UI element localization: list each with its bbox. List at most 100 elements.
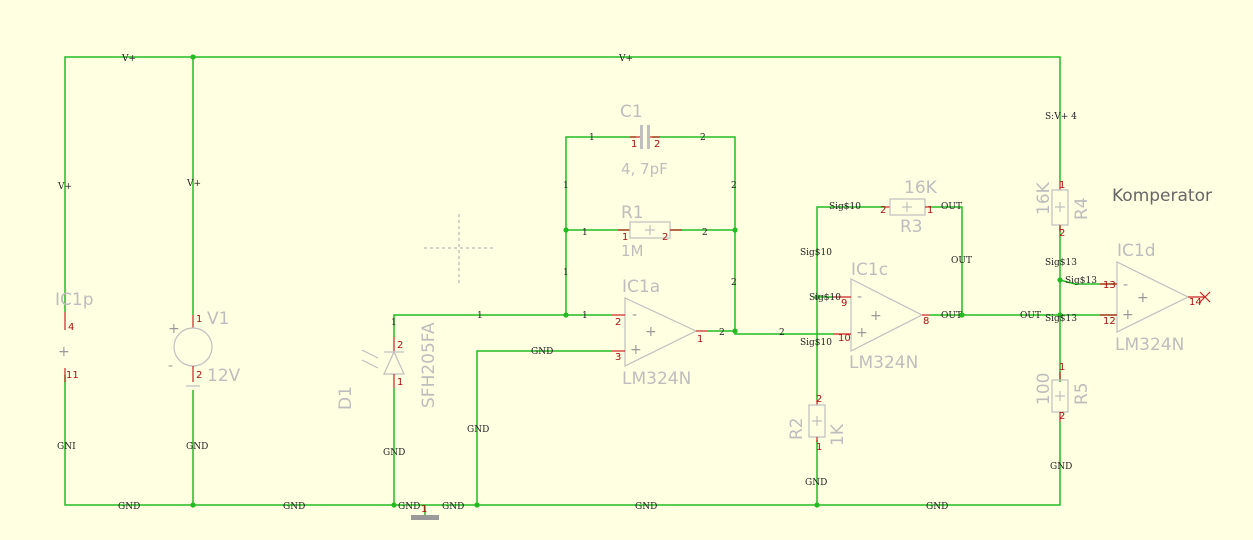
r5-value: 100 (1034, 373, 1054, 405)
ic1a-opamp[interactable]: - + + IC1a LM324N 2 3 1 (612, 277, 708, 389)
net-label: V+ (57, 182, 72, 192)
v1-pin1-label: 1 (196, 314, 202, 325)
d1-name: D1 (336, 386, 356, 410)
net-label: Sig$10 (809, 293, 841, 303)
r3-name: R3 (900, 217, 923, 237)
junction-dot (814, 502, 820, 508)
c1-plate-left (640, 125, 643, 149)
r4-pin1-label: 1 (1059, 180, 1065, 191)
net-label: GND (398, 502, 420, 512)
junction-dot (732, 328, 738, 334)
net-label: GND (926, 502, 948, 512)
ground-symbol[interactable]: 1 (411, 504, 439, 520)
ic1d-plus-symbol: + (1122, 307, 1134, 323)
wire-r3-out[interactable] (930, 206, 963, 315)
ic1c-pin8-label: 8 (923, 316, 929, 327)
r2-resistor[interactable]: R2 1K 2 1 (787, 394, 848, 453)
ic1c-pin9-label: 9 (841, 298, 847, 309)
ic1a-part: LM324N (622, 369, 691, 389)
ic1d-center-plus: + (1137, 290, 1149, 306)
net-label: OUT (941, 311, 962, 321)
r4-resistor[interactable]: 16K R4 1 2 (1034, 180, 1092, 239)
wire-sig10[interactable] (816, 206, 885, 298)
wire-d1-anode[interactable] (393, 314, 612, 337)
c1-name: C1 (620, 102, 643, 122)
ic1d-pin13-label: 13 (1103, 280, 1116, 291)
r5-resistor[interactable]: 100 R5 1 2 (1034, 362, 1092, 422)
ic1c-triangle-icon (850, 278, 924, 352)
wire-feedback-right[interactable] (652, 136, 736, 331)
net-label: 2 (779, 328, 785, 338)
ground-bar-icon (411, 515, 439, 520)
ic1a-minus-symbol: - (632, 307, 637, 323)
junctions (190, 54, 1063, 508)
wire-vplus-rail[interactable] (64, 56, 1061, 312)
junction-dot (190, 502, 196, 508)
crosshair-cursor-icon (424, 214, 494, 284)
net-label: 1 (563, 268, 569, 278)
net-label: GND (383, 448, 405, 458)
net-label: V+ (186, 179, 201, 189)
ground-pin-label: 1 (421, 504, 427, 515)
r3-value: 16K (904, 178, 938, 198)
ic1a-triangle-icon (624, 297, 698, 367)
ic1p-power[interactable]: IC1p 4 + 11 (55, 290, 94, 382)
net-label: GND (805, 478, 827, 488)
r5-name: R5 (1072, 382, 1092, 405)
net-label: GND (1050, 462, 1072, 472)
ic1a-pin1-label: 1 (697, 334, 703, 345)
ic1d-part: LM324N (1115, 335, 1184, 355)
net-label: 2 (702, 228, 708, 238)
d1-photodiode[interactable]: D1 SFH205FA 2 1 (336, 322, 439, 410)
net-label: V+ (618, 54, 633, 64)
v1-value: 12V (207, 366, 241, 386)
d1-light-arrow-icon (361, 349, 379, 359)
r4-name: R4 (1072, 197, 1092, 220)
c1-plate-right (647, 125, 650, 149)
c1-pin2-label: 2 (654, 139, 660, 150)
r1-name: R1 (621, 203, 644, 223)
junction-dot (563, 312, 569, 318)
ic1a-center-plus: + (645, 324, 657, 340)
r3-pin1-label: 1 (927, 205, 933, 216)
net-label: Sig$10 (800, 338, 832, 348)
net-label: GND (283, 502, 305, 512)
ic1d-triangle-icon (1116, 261, 1190, 333)
net-label: 2 (731, 181, 737, 191)
wire-ic1a-noninv[interactable] (476, 350, 612, 505)
ic1p-pin4-label: 4 (68, 322, 74, 333)
wire-feedback-left[interactable] (565, 136, 636, 315)
junction-dot (1057, 312, 1063, 318)
d1-value: SFH205FA (419, 322, 439, 408)
ic1a-pin2-label: 2 (615, 317, 621, 328)
ic1d-minus-symbol: - (1123, 277, 1128, 293)
ic1d-opamp[interactable]: - + + IC1d LM324N 13 12 14 (1100, 241, 1211, 355)
junction-dot (959, 312, 965, 318)
ic1a-name: IC1a (622, 277, 660, 297)
r1-pin1-label: 1 (622, 232, 628, 243)
junction-dot (814, 294, 820, 300)
wire-gnd-rail[interactable] (64, 375, 1061, 506)
r1-pin2-label: 2 (662, 232, 668, 243)
ic1c-opamp[interactable]: - + + IC1c LM324N 9 10 8 (833, 260, 930, 373)
v1-source[interactable]: + - V1 12V 1 2 (168, 309, 241, 387)
r1-resistor[interactable]: R1 1M 1 2 (618, 203, 682, 260)
r3-resistor[interactable]: 16K R3 2 1 (880, 178, 938, 237)
ic1c-name: IC1c (851, 260, 888, 280)
wire-ic1a-out[interactable] (708, 330, 833, 335)
v1-pin2-label: 2 (196, 370, 202, 381)
net-label: Sig$13 (1045, 258, 1077, 268)
net-label: OUT (941, 202, 962, 212)
v1-name: V1 (207, 309, 229, 329)
ic1p-pin11-label: 11 (66, 370, 79, 381)
c1-capacitor[interactable]: C1 4, 7pF 1 2 (620, 102, 668, 178)
net-label: 1 (391, 318, 397, 328)
net-label: V+ (121, 54, 136, 64)
net-label: Sig$13 (1065, 276, 1097, 286)
net-label: 1 (589, 133, 595, 143)
wires (64, 56, 1117, 515)
junction-dot (474, 502, 480, 508)
ic1d-name: IC1d (1117, 241, 1156, 261)
net-label: Sig$10 (800, 248, 832, 258)
